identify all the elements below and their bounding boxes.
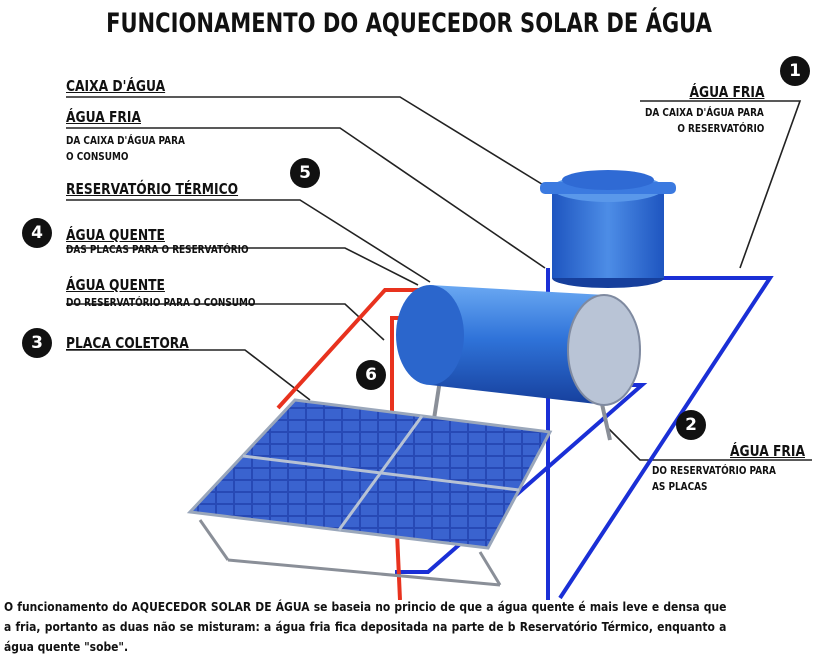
- label-caixa-dagua: CAIXA D'ÁGUA: [66, 77, 166, 95]
- label-agua-fria-placas: ÁGUA FRIA: [730, 442, 806, 460]
- label-agua-fria-consumo-line2: O CONSUMO: [66, 151, 129, 163]
- marker-1: 1: [780, 56, 810, 86]
- label-agua-fria-placas-line1: DO RESERVATÓRIO PARA: [652, 465, 776, 477]
- explanation-paragraph: O funcionamento do AQUECEDOR SOLAR DE ÁG…: [4, 599, 727, 654]
- leader-fria-placas: [607, 427, 812, 461]
- label-agua-quente-consumo: ÁGUA QUENTE: [66, 276, 165, 294]
- label-reservatorio-termico: RESERVATÓRIO TÉRMICO: [66, 180, 239, 198]
- label-agua-fria-reservatorio-line1: DA CAIXA D'ÁGUA PARA: [645, 107, 764, 119]
- hot-pipe-placas: [276, 288, 420, 410]
- water-tank: [540, 170, 676, 288]
- marker-2: 2: [676, 410, 706, 440]
- marker-4: 4: [22, 218, 52, 248]
- label-agua-fria-consumo-line1: DA CAIXA D'ÁGUA PARA: [66, 135, 185, 147]
- label-agua-quente-placas: ÁGUA QUENTE: [66, 226, 165, 244]
- solar-panels: [186, 398, 553, 587]
- leader-quente-consumo: [66, 303, 385, 341]
- leader-quente-placas: [66, 247, 419, 286]
- page-title: FUNCIONAMENTO DO AQUECEDOR SOLAR DE ÁGUA: [106, 8, 712, 39]
- label-agua-fria-placas-line2: AS PLACAS: [652, 481, 708, 493]
- leader-fria-reservatorio: [640, 100, 802, 269]
- cold-pipe-reservatorio: [558, 276, 774, 600]
- leader-caixa: [66, 96, 546, 187]
- marker-3: 3: [22, 328, 52, 358]
- solar-heater-diagram: [66, 96, 812, 600]
- leader-fria-consumo: [66, 127, 546, 269]
- label-agua-quente-consumo-line1: DO RESERVATÓRIO PARA O CONSUMO: [66, 297, 256, 309]
- marker-6: 6: [356, 360, 386, 390]
- label-agua-fria-reservatorio-line2: O RESERVATÓRIO: [676, 123, 764, 135]
- leader-placa: [66, 349, 311, 401]
- marker-5: 5: [290, 158, 320, 188]
- label-agua-quente-placas-line1: DAS PLACAS PARA O RESERVATÓRIO: [66, 244, 249, 256]
- label-placa-coletora: PLACA COLETORA: [66, 334, 189, 352]
- label-agua-fria-consumo: ÁGUA FRIA: [66, 108, 142, 126]
- leader-lines: [66, 96, 812, 461]
- thermal-reservoir: [396, 285, 641, 446]
- leader-reservatorio: [66, 199, 431, 283]
- label-agua-fria-reservatorio: ÁGUA FRIA: [688, 83, 764, 101]
